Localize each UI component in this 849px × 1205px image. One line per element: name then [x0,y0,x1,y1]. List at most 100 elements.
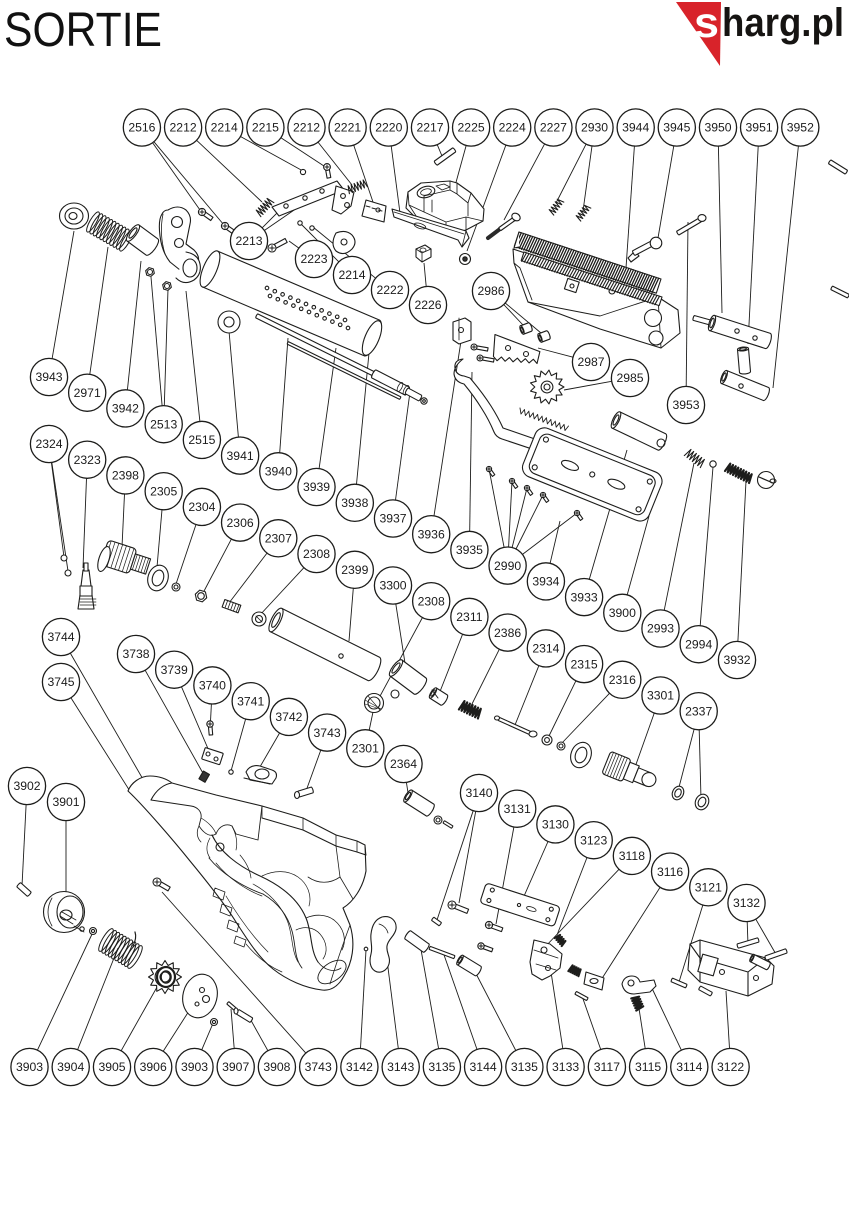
svg-text:2224: 2224 [499,121,526,135]
svg-text:2993: 2993 [647,622,674,636]
svg-text:3118: 3118 [619,849,645,863]
svg-text:3935: 3935 [456,543,483,557]
svg-text:3933: 3933 [571,590,598,604]
svg-text:2985: 2985 [616,371,643,385]
svg-text:2226: 2226 [414,298,441,312]
svg-text:3143: 3143 [387,1060,414,1074]
svg-text:3938: 3938 [341,496,368,510]
svg-text:3131: 3131 [504,802,531,816]
svg-text:2217: 2217 [416,121,443,135]
svg-text:3135: 3135 [511,1060,538,1074]
svg-text:3900: 3900 [609,606,636,620]
svg-text:3144: 3144 [470,1060,497,1074]
svg-text:2364: 2364 [390,757,417,771]
svg-text:3133: 3133 [552,1060,579,1074]
svg-text:3907: 3907 [222,1060,249,1074]
svg-text:3902: 3902 [13,779,40,793]
svg-text:2305: 2305 [150,484,177,498]
svg-text:3741: 3741 [237,694,264,708]
svg-text:3301: 3301 [647,689,674,703]
svg-text:3905: 3905 [98,1060,125,1074]
svg-text:3942: 3942 [112,402,139,416]
svg-text:2214: 2214 [338,268,365,282]
svg-text:2515: 2515 [188,433,215,447]
svg-text:2212: 2212 [170,121,197,135]
svg-text:2311: 2311 [456,610,482,624]
svg-text:3903: 3903 [181,1060,208,1074]
svg-text:3941: 3941 [227,449,254,463]
svg-text:3142: 3142 [346,1060,373,1074]
svg-text:2223: 2223 [300,252,327,266]
svg-text:3743: 3743 [305,1060,332,1074]
svg-text:2399: 2399 [341,563,368,577]
svg-text:2215: 2215 [252,121,279,135]
svg-text:3932: 3932 [723,653,750,667]
svg-text:s: s [694,0,719,47]
svg-text:3951: 3951 [746,121,773,135]
svg-text:2987: 2987 [577,355,604,369]
svg-text:3904: 3904 [57,1060,84,1074]
svg-text:3908: 3908 [263,1060,290,1074]
svg-text:3937: 3937 [379,512,406,526]
svg-text:2316: 2316 [609,673,636,687]
svg-text:2227: 2227 [540,121,567,135]
svg-text:3901: 3901 [52,795,79,809]
svg-text:3952: 3952 [787,121,814,135]
svg-text:3945: 3945 [663,121,690,135]
svg-text:3903: 3903 [16,1060,43,1074]
svg-text:3953: 3953 [672,398,699,412]
svg-text:3743: 3743 [314,726,341,740]
svg-text:2513: 2513 [150,417,177,431]
svg-text:2213: 2213 [235,234,262,248]
svg-text:3117: 3117 [594,1060,620,1074]
svg-text:harg.pl: harg.pl [722,1,844,45]
svg-text:2337: 2337 [685,704,712,718]
svg-text:2212: 2212 [293,121,320,135]
svg-text:3140: 3140 [465,786,492,800]
svg-text:2308: 2308 [418,594,445,608]
svg-text:3132: 3132 [733,896,760,910]
svg-text:2304: 2304 [188,500,215,514]
svg-text:3130: 3130 [542,818,569,832]
svg-text:3742: 3742 [275,710,302,724]
svg-text:2306: 2306 [227,516,254,530]
svg-text:SORTIE: SORTIE [4,4,162,57]
svg-text:3744: 3744 [47,630,74,644]
svg-text:2314: 2314 [532,642,559,656]
svg-text:2324: 2324 [35,437,62,451]
svg-text:3122: 3122 [717,1060,744,1074]
svg-text:2307: 2307 [265,532,292,546]
svg-text:2221: 2221 [334,121,361,135]
svg-text:2971: 2971 [74,386,101,400]
svg-text:3115: 3115 [635,1060,661,1074]
svg-text:3116: 3116 [657,865,683,879]
svg-text:3739: 3739 [161,663,188,677]
svg-text:3944: 3944 [622,121,649,135]
svg-text:3740: 3740 [199,679,226,693]
svg-text:2214: 2214 [211,121,238,135]
svg-text:2930: 2930 [581,121,608,135]
svg-text:2301: 2301 [352,742,379,756]
svg-text:3943: 3943 [35,370,62,384]
svg-text:2994: 2994 [685,637,712,651]
svg-text:2386: 2386 [494,626,521,640]
svg-text:3936: 3936 [418,527,445,541]
svg-text:2220: 2220 [375,121,402,135]
svg-text:2323: 2323 [74,453,101,467]
svg-text:3939: 3939 [303,480,330,494]
svg-text:3738: 3738 [122,647,149,661]
svg-text:2308: 2308 [303,547,330,561]
svg-text:3114: 3114 [676,1060,702,1074]
svg-text:3300: 3300 [379,579,406,593]
svg-text:3934: 3934 [532,575,559,589]
svg-text:2315: 2315 [571,657,598,671]
svg-text:3940: 3940 [265,465,292,479]
svg-text:2222: 2222 [376,283,403,297]
svg-text:2225: 2225 [458,121,485,135]
svg-text:2398: 2398 [112,469,139,483]
svg-text:3906: 3906 [140,1060,167,1074]
svg-text:3950: 3950 [704,121,731,135]
svg-text:2516: 2516 [128,121,155,135]
svg-text:3135: 3135 [428,1060,455,1074]
svg-text:2986: 2986 [477,284,504,298]
